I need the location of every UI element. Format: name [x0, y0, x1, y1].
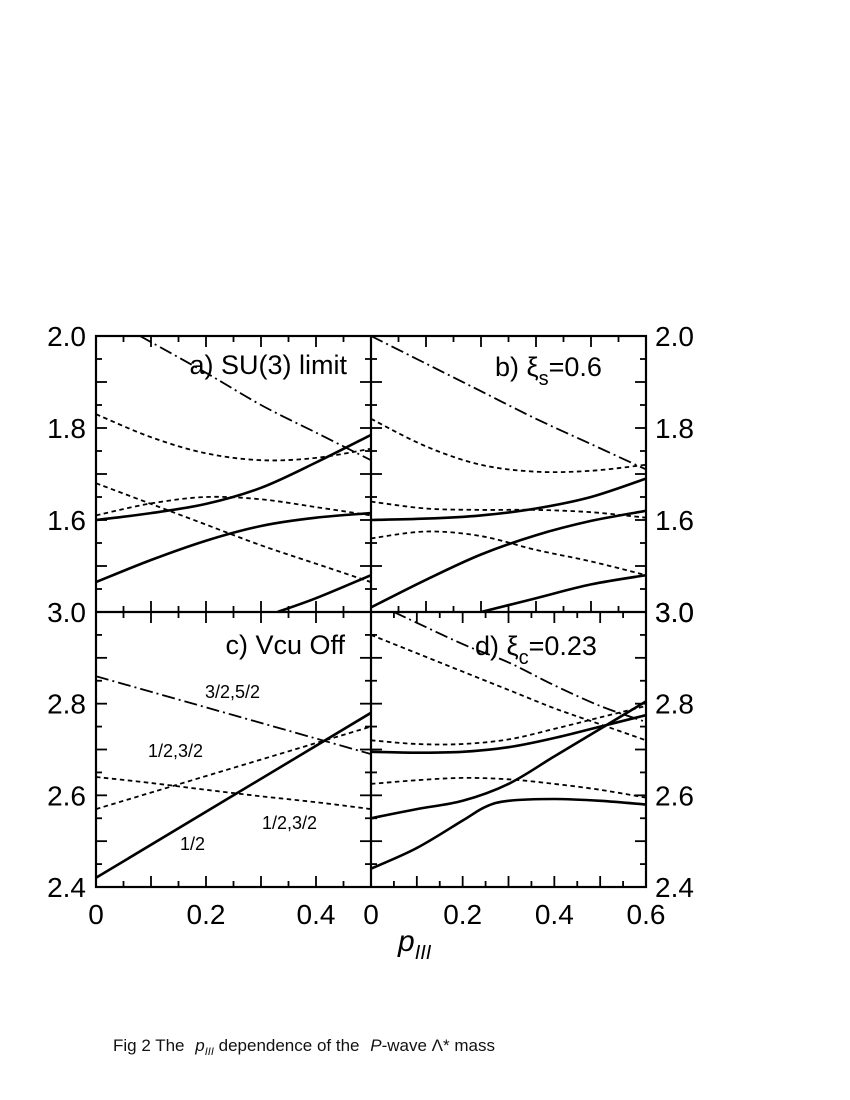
panel-d-title: d) ξc=0.23	[475, 631, 597, 669]
plot-layer: 2.01.81.63.02.82.62.42.01.81.63.03.02.82…	[47, 321, 694, 930]
figure-caption: Fig 2 The pIII dependence of the P-wave …	[113, 1036, 495, 1058]
annotation-1-2: 1/2	[180, 834, 205, 854]
xtick-label-d-3: 0.6	[627, 899, 666, 930]
panel-d-series-3-solid	[371, 797, 646, 870]
ytick-label-left-top-1: 1.8	[47, 413, 86, 444]
xtick-label-d-2: 0.4	[535, 899, 574, 930]
xtick-label-c-2: 0.4	[297, 899, 336, 930]
ytick-label-left-bottom-2: 2.4	[47, 872, 86, 903]
ytick-label-right-top-2: 1.6	[655, 505, 694, 536]
ytick-label-right-top-3: 3.0	[655, 597, 694, 628]
tick-labels: 2.01.81.63.02.82.62.42.01.81.63.03.02.82…	[47, 321, 694, 930]
ytick-label-left-bottom-0: 2.8	[47, 689, 86, 720]
panel-b-series-1-solid	[371, 477, 646, 522]
caption-prefix: Fig 2 The	[113, 1036, 185, 1055]
xtick-label-d-1: 0.2	[443, 899, 482, 930]
panel-a-series-4-dashed	[96, 413, 371, 462]
caption-tail: -wave Λ* mass	[381, 1036, 495, 1055]
ytick-label-left-top-2: 1.6	[47, 505, 86, 536]
panel-b-series-2-solid	[371, 509, 646, 609]
panel-a-series-5-dashed	[96, 495, 371, 517]
xtick-label-c-3: 0	[363, 899, 379, 930]
panel-a-series	[96, 336, 371, 612]
panel-a-series-6-dashed	[96, 482, 371, 583]
panel-b-series-5-dashed	[371, 500, 646, 519]
panel-b-series-4-dashed	[371, 417, 646, 474]
panel-a-title: a) SU(3) limit	[189, 350, 347, 380]
panel-c-series-4-dashdot	[96, 675, 371, 755]
panel-c-series	[96, 675, 371, 879]
panel-d-series-2-solid	[371, 700, 646, 820]
panel-d-series-6-dashed	[371, 634, 646, 742]
ytick-label-right-bottom-0: 3.0	[655, 597, 694, 628]
annotation-1-2-3-2-upper: 1/2,3/2	[148, 741, 203, 761]
panel-c-series-2-dashed	[96, 725, 371, 810]
panel-a-series-7-dashdot	[139, 336, 371, 462]
panel-b-series-7-dashdot	[371, 336, 646, 471]
ytick-label-left-bottom-1: 2.6	[47, 780, 86, 811]
ytick-label-right-top-0: 2.0	[655, 321, 694, 352]
caption-middle: dependence of the	[218, 1036, 360, 1055]
xtick-label-c-1: 0.2	[187, 899, 226, 930]
caption-p-sub: III	[204, 1046, 214, 1058]
panel-c-series-3-dashed	[96, 776, 371, 810]
caption-P: P	[370, 1036, 382, 1055]
panel-a-series-2-solid	[96, 511, 371, 584]
panel-d-series-7-dashdot	[393, 612, 646, 723]
ytick-label-left-top-0: 2.0	[47, 321, 86, 352]
panel-a-series-1-solid	[96, 433, 371, 522]
ytick-label-left-top-3: 3.0	[47, 597, 86, 628]
panel-b-series-6-dashed	[371, 530, 646, 577]
panel-d-series-5-dashed	[371, 776, 646, 799]
ytick-label-right-bottom-3: 2.4	[655, 872, 694, 903]
annotation-3-2-5-2: 3/2,5/2	[205, 682, 260, 702]
panel-d-series-4-dashed	[371, 705, 646, 746]
ytick-label-right-bottom-2: 2.6	[655, 780, 694, 811]
annotation-1-2-3-2-lower: 1/2,3/2	[262, 813, 317, 833]
ytick-label-right-bottom-1: 2.8	[655, 689, 694, 720]
panel-c-series-1-solid	[96, 711, 371, 879]
panel-b-title: b) ξs=0.6	[495, 352, 602, 390]
panel-b-series	[371, 336, 646, 612]
ytick-label-right-top-1: 1.8	[655, 413, 694, 444]
panel-b-series-3-solid	[480, 573, 646, 612]
xtick-label-c-0: 0	[88, 899, 104, 930]
panel-d-series-1-solid	[371, 713, 646, 755]
panel-a-series-3-solid	[277, 573, 371, 612]
panel-d-series	[371, 612, 646, 870]
caption-p: p	[195, 1036, 205, 1055]
x-axis-label: pIII	[397, 925, 432, 964]
tick-marks	[96, 336, 646, 887]
panel-c-title: c) Vcu Off	[225, 630, 345, 660]
